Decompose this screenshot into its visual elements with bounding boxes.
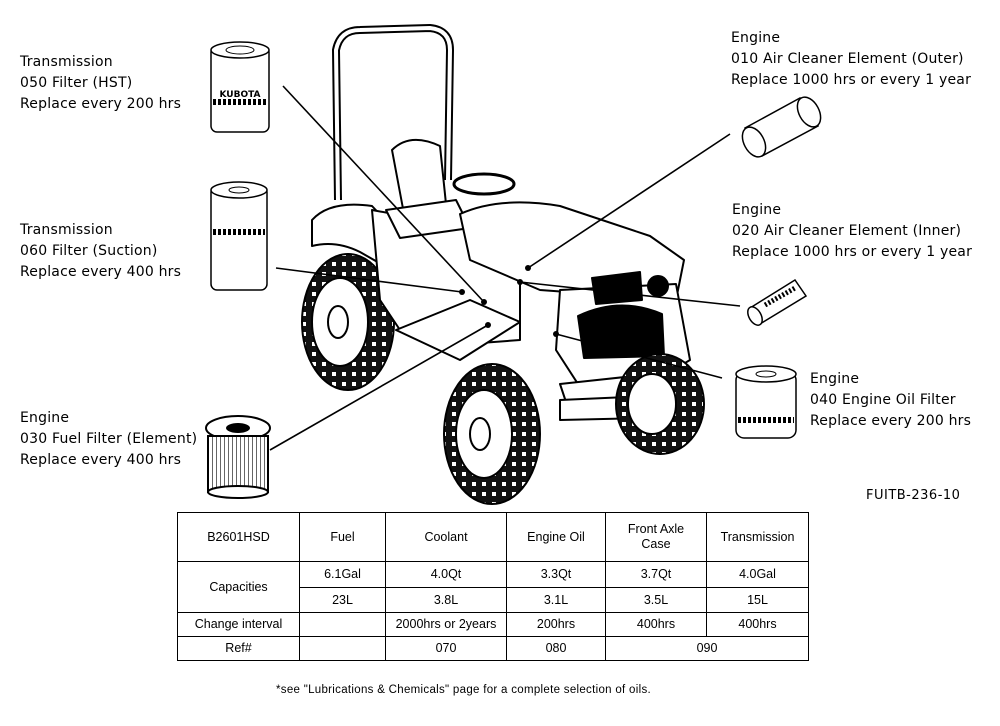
callout-system: Engine bbox=[731, 30, 781, 46]
header-front-axle-text: Front Axle Case bbox=[627, 522, 685, 551]
table-row: Change interval 2000hrs or 2years 200hrs… bbox=[177, 612, 809, 637]
callout-part: 020 Air Cleaner Element (Inner) bbox=[732, 223, 962, 239]
fuel-filter-icon bbox=[205, 415, 271, 499]
callout-system: Transmission bbox=[20, 54, 113, 70]
tractor-drawing bbox=[301, 24, 705, 505]
cell-engine-oil-change: 200hrs bbox=[506, 612, 606, 637]
header-front-axle: Front Axle Case bbox=[605, 512, 707, 562]
cell-coolant-metric: 3.8L bbox=[385, 587, 507, 613]
callout-interval: Replace every 200 hrs bbox=[810, 413, 972, 429]
header-coolant: Coolant bbox=[385, 512, 507, 562]
table-row: 23L 3.8L 3.1L 3.5L 15L bbox=[178, 587, 809, 613]
table-header-row: B2601HSD Fuel Coolant Engine Oil Front A… bbox=[177, 512, 809, 562]
cell-fuel-change bbox=[299, 612, 386, 637]
capacities-label: Capacities bbox=[177, 561, 300, 613]
callout-engine-020: Engine 020 Air Cleaner Element (Inner) R… bbox=[732, 200, 972, 263]
cell-engine-oil-metric: 3.1L bbox=[506, 587, 606, 613]
footnote: *see "Lubrications & Chemicals" page for… bbox=[276, 684, 651, 696]
cell-coolant-us: 4.0Qt bbox=[385, 561, 507, 588]
header-transmission: Transmission bbox=[706, 512, 809, 562]
callout-system: Engine bbox=[20, 410, 70, 426]
leader-dots bbox=[459, 265, 559, 337]
cell-transmission-change: 400hrs bbox=[706, 612, 809, 637]
change-interval-label: Change interval bbox=[177, 612, 300, 637]
hst-filter-icon: KUBOTA bbox=[210, 41, 270, 133]
cell-front-axle-metric: 3.5L bbox=[605, 587, 707, 613]
cell-fuel-ref bbox=[299, 636, 386, 661]
callout-interval: Replace every 200 hrs bbox=[20, 96, 182, 112]
callout-system: Engine bbox=[732, 202, 782, 218]
tractor-illustration: KUBOTA bbox=[205, 24, 822, 505]
callout-interval: Replace every 400 hrs bbox=[20, 264, 182, 280]
leader-lines bbox=[269, 85, 741, 451]
callout-part: 010 Air Cleaner Element (Outer) bbox=[731, 51, 964, 67]
callout-interval: Replace 1000 hrs or every 1 year bbox=[731, 72, 972, 88]
cell-axle-transmission-ref: 090 bbox=[605, 636, 809, 661]
ref-label: Ref# bbox=[177, 636, 300, 661]
callout-part: 060 Filter (Suction) bbox=[20, 243, 158, 259]
capacities-table: B2601HSD Fuel Coolant Engine Oil Front A… bbox=[177, 512, 809, 661]
hst-filter-brand: KUBOTA bbox=[219, 90, 260, 100]
header-fuel: Fuel bbox=[299, 512, 386, 562]
callout-transmission-060: Transmission 060 Filter (Suction) Replac… bbox=[20, 220, 181, 283]
callout-engine-010: Engine 010 Air Cleaner Element (Outer) R… bbox=[731, 28, 971, 91]
model-cell: B2601HSD bbox=[177, 512, 300, 562]
callout-part: 030 Fuel Filter (Element) bbox=[20, 431, 198, 447]
callout-engine-030: Engine 030 Fuel Filter (Element) Replace… bbox=[20, 408, 197, 471]
callout-engine-040: Engine 040 Engine Oil Filter Replace eve… bbox=[810, 369, 971, 432]
callout-transmission-050: Transmission 050 Filter (HST) Replace ev… bbox=[20, 52, 181, 115]
callout-part: 050 Filter (HST) bbox=[20, 75, 133, 91]
cell-coolant-ref: 070 bbox=[385, 636, 507, 661]
table-row: Capacities 6.1Gal 4.0Qt 3.3Qt 3.7Qt 4.0G… bbox=[177, 561, 809, 613]
figure-code: FUITB-236-10 bbox=[866, 488, 961, 503]
callout-system: Transmission bbox=[20, 222, 113, 238]
table-row: Ref# 070 080 090 bbox=[177, 636, 809, 661]
callout-system: Engine bbox=[810, 371, 860, 387]
callout-interval: Replace every 400 hrs bbox=[20, 452, 182, 468]
cell-fuel-metric: 23L bbox=[299, 587, 386, 613]
cell-front-axle-us: 3.7Qt bbox=[605, 561, 707, 588]
callout-part: 040 Engine Oil Filter bbox=[810, 392, 956, 408]
callout-interval: Replace 1000 hrs or every 1 year bbox=[732, 244, 973, 260]
cell-fuel-us: 6.1Gal bbox=[299, 561, 386, 588]
cell-engine-oil-ref: 080 bbox=[506, 636, 606, 661]
cell-transmission-us: 4.0Gal bbox=[706, 561, 809, 588]
engine-oil-filter-icon bbox=[735, 365, 797, 439]
cell-coolant-change: 2000hrs or 2years bbox=[385, 612, 507, 637]
air-cleaner-outer-icon bbox=[741, 96, 822, 158]
cell-engine-oil-us: 3.3Qt bbox=[506, 561, 606, 588]
cell-transmission-metric: 15L bbox=[706, 587, 809, 613]
suction-filter-icon bbox=[210, 181, 268, 291]
cell-front-axle-change: 400hrs bbox=[605, 612, 707, 637]
air-cleaner-inner-icon bbox=[747, 278, 808, 326]
header-engine-oil: Engine Oil bbox=[506, 512, 606, 562]
